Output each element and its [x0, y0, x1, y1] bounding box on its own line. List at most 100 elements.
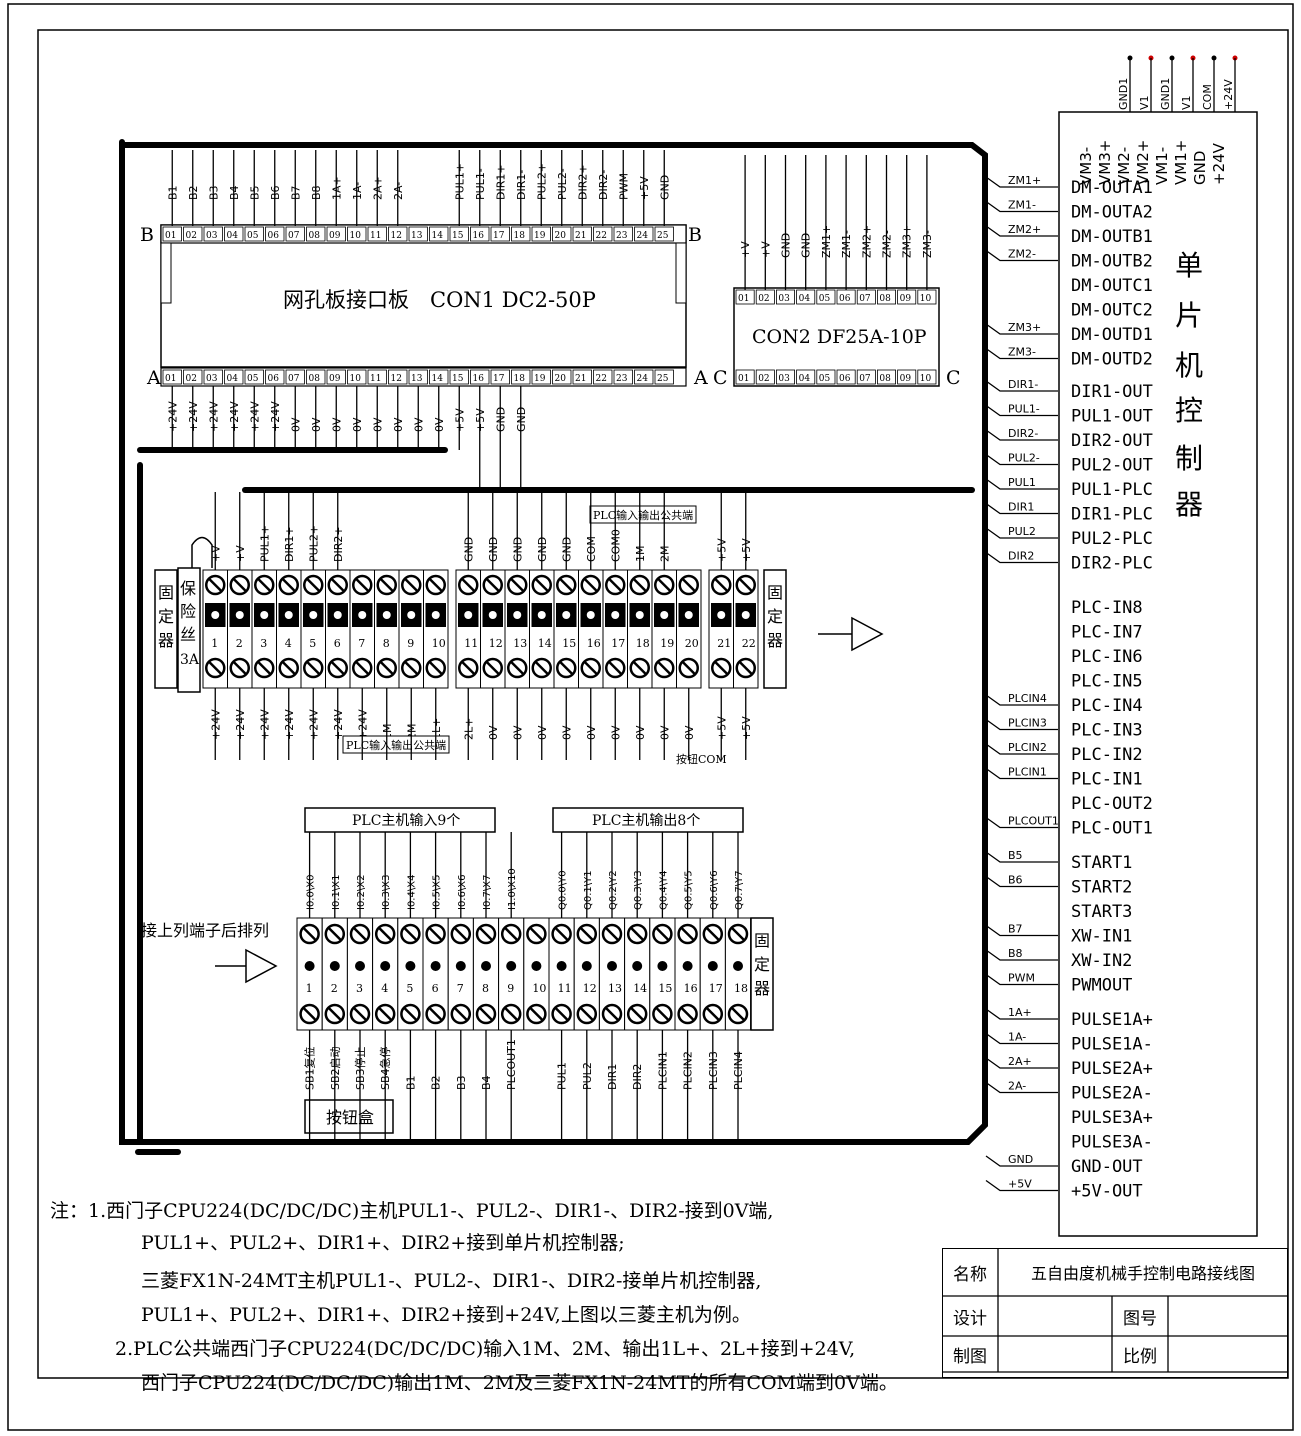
- con2-bot-pin-number: 01: [738, 374, 749, 384]
- ts2-top-label: Q0.7\Y7: [734, 870, 745, 910]
- svg-text:器: 器: [158, 631, 174, 650]
- con1-b-pin: [613, 226, 633, 242]
- con2-bot-pin-number: 09: [900, 374, 912, 384]
- con1-a-pin: [552, 369, 572, 385]
- terminal-strip-1: 固 定 器 保 险 丝 3A 1+V+24V2+V+24V3PUL1++24V4…: [154, 505, 787, 766]
- mcu-title-1: 单: [1175, 249, 1203, 282]
- fixer-ts2: 固: [754, 931, 770, 950]
- con1-b-pin-number: 23: [616, 231, 628, 241]
- ts2-number: 11: [558, 982, 572, 995]
- mcu-pin-label: PULSE2A-: [1071, 1084, 1153, 1104]
- con1-left-b: B: [140, 224, 154, 246]
- con1-a-pin: [183, 369, 203, 385]
- tb-name-label: 名称: [953, 1264, 987, 1285]
- con1-a-pin-number: 25: [657, 374, 669, 384]
- con2-connector: 01+V02+V03GND04GND05ZM1+06ZM1-07ZM2+08ZM…: [713, 225, 961, 389]
- outer-frame: [7, 3, 1294, 1431]
- con1-b-pin-number: 10: [350, 231, 362, 241]
- ts2-number: 10: [532, 982, 546, 995]
- ts2-number: 18: [734, 982, 748, 995]
- con2-right-c: C: [946, 367, 961, 389]
- ts1-number: 8: [383, 637, 390, 650]
- con2-top-pin-number: 08: [879, 294, 891, 304]
- mcu-wire-label: DIR2: [1008, 550, 1034, 563]
- mcu-pin-label: PLC-IN6: [1071, 647, 1143, 667]
- signal-wires: [171, 58, 1236, 1192]
- con2-bot-pin: [735, 369, 755, 385]
- note-line-5: 2.PLC公共端西门子CPU224(DC/DC/DC)输入1M、2M、输出1L+…: [115, 1338, 856, 1360]
- fixer-left-1: 固: [158, 583, 174, 602]
- con2-top-pin-number: 04: [799, 294, 811, 304]
- mcu-pin-label: DM-OUTB2: [1071, 252, 1153, 272]
- con1-b-pin-number: 09: [329, 231, 341, 241]
- title-block-grid: [942, 1248, 1288, 1373]
- con1-b-pin: [244, 226, 264, 242]
- con1-a-pin-number: 20: [555, 374, 567, 384]
- con1-b-pin: [367, 226, 387, 242]
- con1-a-pin-number: 13: [411, 374, 423, 384]
- con1-b-pin: [285, 226, 305, 242]
- mcu-pin-label: PULSE1A-: [1071, 1035, 1153, 1055]
- svg-text:器: 器: [767, 631, 783, 650]
- ts1-number: 22: [742, 637, 756, 650]
- mcu-wire-label: ZM1-: [1008, 199, 1036, 212]
- ts1-number: 12: [489, 637, 503, 650]
- ts2-top-label: I0.0\X0: [306, 875, 317, 910]
- con2-bot-pin: [836, 369, 856, 385]
- con2-left-c: C: [713, 367, 728, 389]
- con1-b-pin-number: 15: [452, 231, 464, 241]
- con1-b-pin: [634, 226, 654, 242]
- con1-a-pin: [203, 369, 223, 385]
- ts2-top-label: I0.1\X1: [331, 875, 342, 910]
- con1-a-pin: [613, 369, 633, 385]
- mcu-pin-label: PWMOUT: [1071, 976, 1132, 996]
- ts2-number: 7: [457, 982, 464, 995]
- mcu-pin-label: DM-OUTC2: [1071, 301, 1153, 321]
- mcu-pin-label: GND-OUT: [1071, 1157, 1143, 1177]
- con1-a-pin-number: 16: [473, 374, 485, 384]
- con1-b-pin-number: 14: [432, 231, 444, 241]
- mcu-wire-label: PWM: [1008, 972, 1035, 985]
- arrange-note: 接上列端子后排列: [141, 921, 269, 940]
- con1-b-pin-number: 03: [206, 231, 218, 241]
- con1-a-pin-number: 03: [206, 374, 218, 384]
- mcu-pin-label: PLC-IN5: [1071, 672, 1143, 692]
- ts1-number: 10: [432, 637, 446, 650]
- con1-a-pin: [470, 369, 490, 385]
- mcu-pin-label: PUL2-PLC: [1071, 529, 1153, 549]
- ts1-number: 6: [334, 637, 341, 650]
- mcu-pin-label: PUL1-PLC: [1071, 480, 1153, 500]
- con1-a-pin: [224, 369, 244, 385]
- con1-b-pin-number: 04: [227, 231, 239, 241]
- con1-connector: 01B102B203B304B405B506B607B708B8091A+101…: [140, 163, 708, 432]
- con1-a-pin-number: 05: [247, 374, 259, 384]
- tb-name-value: 五自由度机械手控制电路接线图: [1030, 1264, 1255, 1283]
- mcu-wire-label: B7: [1008, 923, 1023, 936]
- con1-b-pin-number: 12: [391, 231, 402, 241]
- mcu-pin-label: PLC-OUT2: [1071, 794, 1153, 814]
- note-line-3: 三菱FX1N-24MT主机PUL1-、PUL2-、DIR1-、DIR2-接单片机…: [141, 1270, 762, 1292]
- con1-b-pin-number: 25: [657, 231, 669, 241]
- con1-a-pin: [654, 369, 674, 385]
- con1-a-pin: [388, 369, 408, 385]
- con1-b-pin-number: 17: [493, 231, 505, 241]
- ts1-number: 2: [236, 637, 243, 650]
- mcu-pin-label: DIR2-PLC: [1071, 554, 1153, 574]
- svg-text:定: 定: [754, 955, 770, 974]
- con1-b-pin-number: 20: [555, 231, 567, 241]
- con1-b-pin-number: 07: [288, 231, 300, 241]
- mcu-pin-label: PULSE3A+: [1071, 1108, 1153, 1128]
- con1-right-b: B: [688, 224, 702, 246]
- mcu-wire-label: B6: [1008, 874, 1023, 887]
- con1-right-a: A: [693, 367, 708, 389]
- con1-a-pin: [285, 369, 305, 385]
- ts1-number: 20: [685, 637, 699, 650]
- svg-text:器: 器: [754, 979, 770, 998]
- inputs-header: PLC主机输入9个: [352, 813, 460, 829]
- con1-a-pin-number: 23: [616, 374, 628, 384]
- con1-b-pin-number: 21: [575, 231, 586, 241]
- ts2-top-label: I0.4\X4: [406, 875, 417, 910]
- ts1-number: 18: [636, 637, 650, 650]
- mcu-title-4: 控: [1175, 394, 1203, 427]
